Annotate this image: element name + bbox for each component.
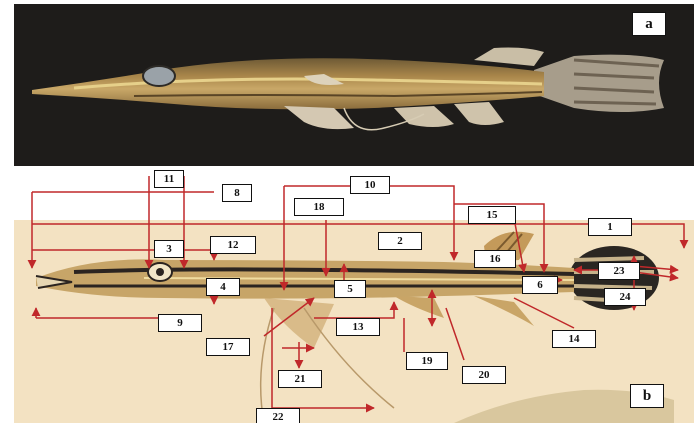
annotation-label-23: 23 [598, 262, 640, 280]
annotation-label-17: 17 [206, 338, 250, 356]
annotation-label-1: 1 [588, 218, 632, 236]
photo-panel-a: a [14, 4, 694, 166]
annotation-label-14: 14 [552, 330, 596, 348]
annotation-label-21: 21 [278, 370, 322, 388]
annotation-label-18: 18 [294, 198, 344, 216]
annotation-label-2: 2 [378, 232, 422, 250]
annotation-label-13: 13 [336, 318, 380, 336]
fish-photo [14, 4, 694, 166]
annotation-label-19: 19 [406, 352, 448, 370]
panel-label-b: b [630, 384, 664, 408]
annotation-label-11: 11 [154, 170, 184, 188]
annotation-label-9: 9 [158, 314, 202, 332]
annotation-label-4: 4 [206, 278, 240, 296]
annotation-label-10: 10 [350, 176, 390, 194]
annotation-label-24: 24 [604, 288, 646, 306]
annotation-label-5: 5 [334, 280, 366, 298]
annotation-label-12: 12 [210, 236, 256, 254]
annotation-label-6: 6 [522, 276, 558, 294]
annotation-label-16: 16 [474, 250, 516, 268]
annotation-label-15: 15 [468, 206, 516, 224]
annotation-label-22: 22 [256, 408, 300, 423]
annotation-label-20: 20 [462, 366, 506, 384]
annotation-label-3: 3 [154, 240, 184, 258]
panel-label-a: a [632, 12, 666, 36]
annotation-label-8: 8 [222, 184, 252, 202]
drawing-panel-b: 11 8 10 18 15 1 2 3 12 16 23 4 5 6 24 9 … [14, 168, 694, 423]
